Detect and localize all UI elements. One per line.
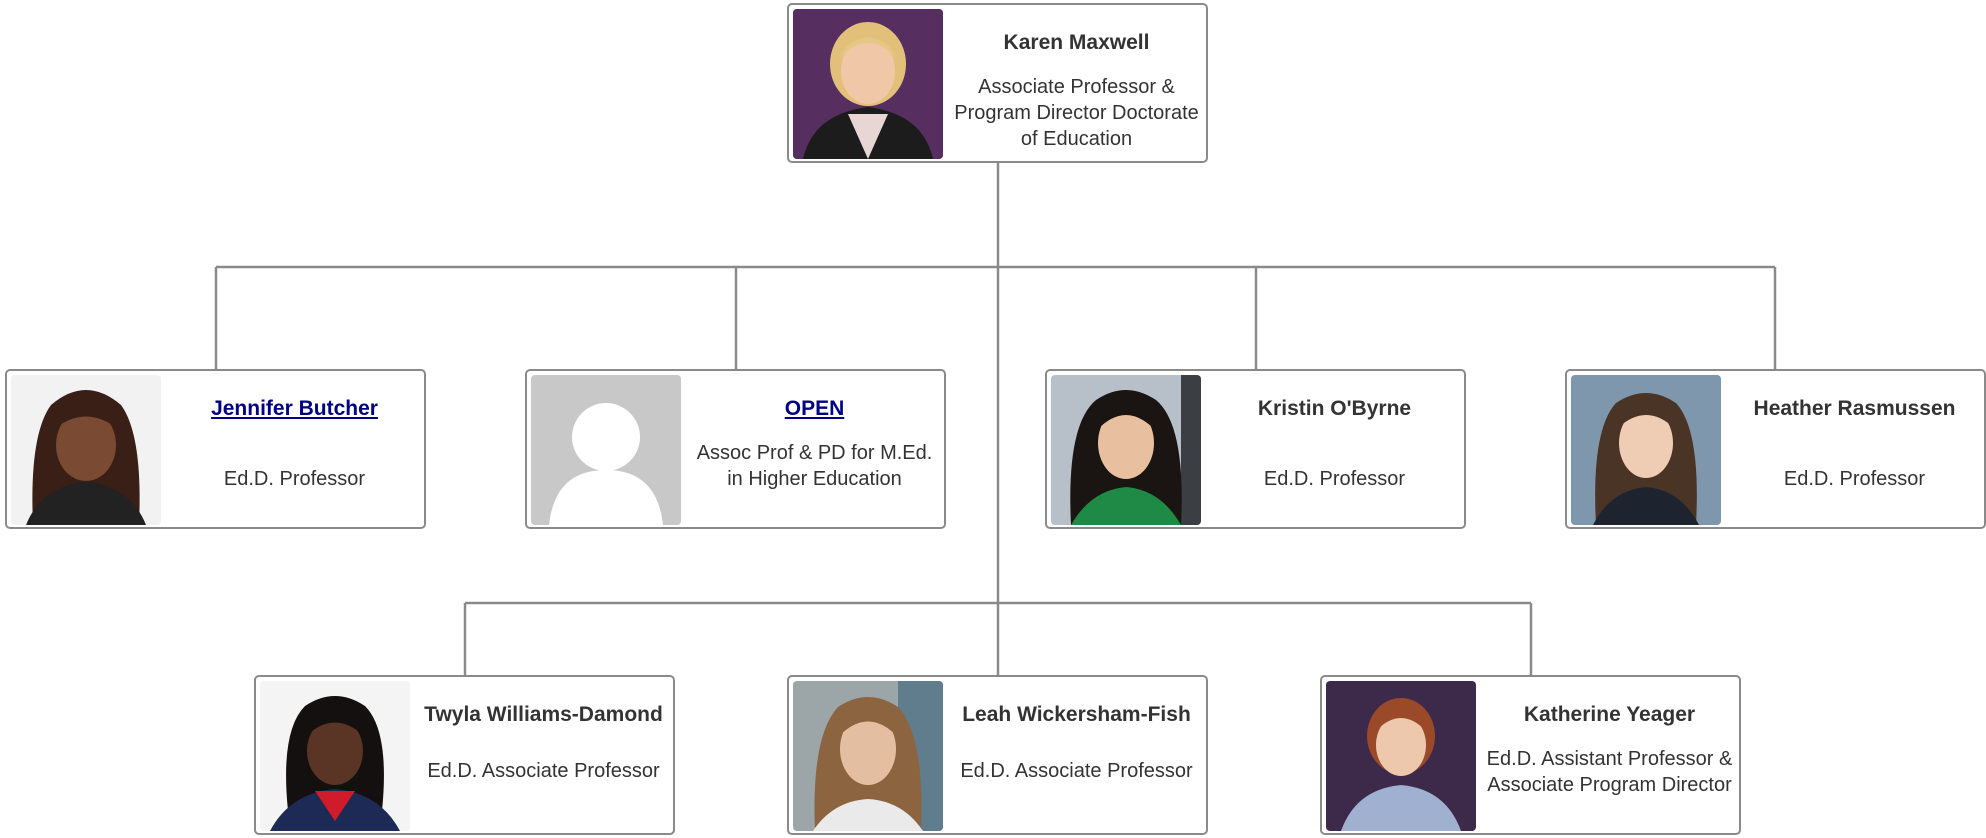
card-info: Katherine Yeager Ed.D. Assistant Profess…: [1480, 677, 1739, 833]
card-info: Karen Maxwell Associate Professor & Prog…: [947, 5, 1206, 161]
avatar-photo: [1326, 681, 1476, 831]
placeholder-avatar-icon: [531, 375, 681, 525]
org-card-heather-rasmussen[interactable]: Heather Rasmussen Ed.D. Professor: [1565, 369, 1986, 529]
card-info: OPEN Assoc Prof & PD for M.Ed. in Higher…: [685, 371, 944, 527]
person-title: Associate Professor & Program Director D…: [954, 76, 1199, 150]
org-card-jennifer-butcher[interactable]: Jennifer Butcher Ed.D. Professor: [5, 369, 426, 529]
card-info: Heather Rasmussen Ed.D. Professor: [1725, 371, 1984, 527]
avatar-photo: [260, 681, 410, 831]
person-title: Ed.D. Associate Professor: [960, 760, 1193, 782]
person-name-link[interactable]: Jennifer Butcher: [211, 397, 378, 420]
person-name: Leah Wickersham-Fish: [962, 703, 1191, 726]
person-title: Ed.D. Professor: [1263, 468, 1406, 490]
avatar-photo: [1051, 375, 1201, 525]
org-card-open-position[interactable]: OPEN Assoc Prof & PD for M.Ed. in Higher…: [525, 369, 946, 529]
card-info: Jennifer Butcher Ed.D. Professor: [165, 371, 424, 527]
person-name-link[interactable]: OPEN: [784, 397, 845, 420]
avatar-photo: [11, 375, 161, 525]
org-card-kristin-obyrne[interactable]: Kristin O'Byrne Ed.D. Professor: [1045, 369, 1466, 529]
person-title: Ed.D. Professor: [1783, 468, 1926, 490]
avatar-photo: [1571, 375, 1721, 525]
avatar-photo: [793, 681, 943, 831]
person-name: Kristin O'Byrne: [1257, 397, 1412, 420]
person-title: Assoc Prof & PD for M.Ed. in Higher Educ…: [696, 442, 933, 490]
person-name: Karen Maxwell: [1003, 31, 1150, 54]
card-info: Leah Wickersham-Fish Ed.D. Associate Pro…: [947, 677, 1206, 833]
avatar-photo: [793, 9, 943, 159]
person-name: Katherine Yeager: [1523, 703, 1696, 726]
person-title: Ed.D. Professor: [223, 468, 366, 490]
person-name: Twyla Williams-Damond: [424, 703, 663, 726]
org-card-karen-maxwell[interactable]: Karen Maxwell Associate Professor & Prog…: [787, 3, 1208, 163]
org-card-leah-wickersham-fish[interactable]: Leah Wickersham-Fish Ed.D. Associate Pro…: [787, 675, 1208, 835]
org-card-katherine-yeager[interactable]: Katherine Yeager Ed.D. Assistant Profess…: [1320, 675, 1741, 835]
person-name: Heather Rasmussen: [1753, 397, 1956, 420]
person-title: Ed.D. Associate Professor: [427, 760, 660, 782]
person-title: Ed.D. Assistant Professor & Associate Pr…: [1486, 748, 1733, 796]
card-info: Twyla Williams-Damond Ed.D. Associate Pr…: [414, 677, 673, 833]
org-card-twyla-williams-damond[interactable]: Twyla Williams-Damond Ed.D. Associate Pr…: [254, 675, 675, 835]
card-info: Kristin O'Byrne Ed.D. Professor: [1205, 371, 1464, 527]
